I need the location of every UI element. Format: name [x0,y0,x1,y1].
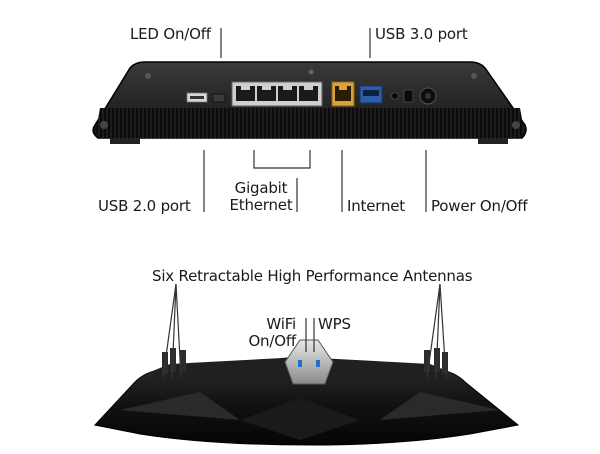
power-button [403,89,414,103]
gigabit-ethernet-ports [231,81,323,107]
reset-button [391,92,399,100]
antennas-label: Six Retractable High Performance Antenna… [152,267,473,285]
wps-label: WPS [318,315,351,333]
usb2-port [186,92,208,103]
usb3-label: USB 3.0 port [375,25,468,43]
leader-lines-front [162,283,447,379]
internet-port [331,81,355,107]
usb3-port [359,85,383,104]
power-jack [419,87,437,105]
power-label: Power On/Off [431,197,528,215]
usb2-label: USB 2.0 port [98,197,191,215]
internet-label: Internet [347,197,405,215]
wifi-label-line1: WiFi [266,315,296,333]
router-front-view [94,339,520,446]
gigabit-label-line2: Ethernet [229,196,293,214]
led-switch [212,93,226,103]
leader-lines-top [203,28,427,212]
wifi-label-line2: On/Off [248,332,296,350]
gigabit-ethernet-label: Gigabit Ethernet [225,180,297,214]
gigabit-label-line1: Gigabit [234,179,288,197]
led-label: LED On/Off [130,25,211,43]
wifi-onoff-label: WiFi On/Off [240,316,302,350]
